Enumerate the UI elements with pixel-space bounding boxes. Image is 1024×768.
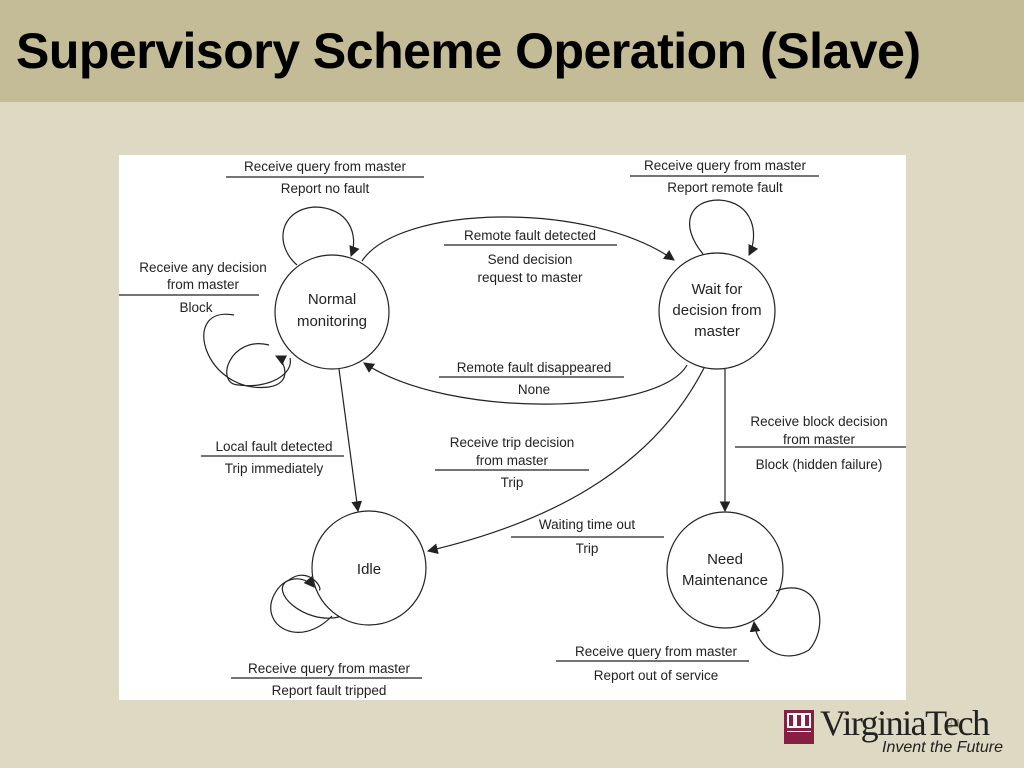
arrow-wait-to-idle (426, 367, 705, 555)
vt-shield-icon (784, 710, 814, 744)
state-wait-label-1: Wait for (691, 281, 742, 298)
state-idle (311, 510, 427, 626)
state-normal-monitoring (274, 254, 390, 370)
wait-timeout-event: Waiting time out (539, 517, 636, 532)
loop-normal-query (282, 206, 360, 266)
wait-to-idle-event-2: from master (476, 453, 549, 468)
normal-decision-event-2: from master (167, 277, 240, 292)
state-wait-label-3: master (694, 323, 740, 340)
state-wait-label-2: decision from (672, 302, 761, 319)
normal-query-event: Receive query from master (244, 159, 407, 174)
loop-idle-self-arc (270, 576, 333, 633)
state-normal-label-2: monitoring (297, 313, 367, 330)
virginia-tech-logo: VirginiaTech Invent the Future (782, 703, 1018, 762)
wait-to-need-event-2: from master (783, 432, 856, 447)
page-number: 34 (946, 716, 961, 731)
normal-to-wait-action-2: request to master (477, 270, 583, 285)
wait-timeout-action: Trip (576, 541, 599, 556)
idle-self-event: Receive query from master (248, 661, 411, 676)
wait-self-action: Report remote fault (667, 180, 783, 195)
normal-to-wait-event: Remote fault detected (464, 228, 596, 243)
loop-normal-decision (226, 343, 291, 387)
wait-to-normal-action: None (518, 382, 550, 397)
title-band: Supervisory Scheme Operation (Slave) (0, 0, 1024, 102)
normal-query-action: Report no fault (281, 181, 370, 196)
normal-decision-action: Block (179, 300, 212, 315)
idle-self-action: Report fault tripped (272, 683, 387, 698)
logo-tagline: Invent the Future (882, 739, 1003, 756)
state-diagram-svg: Normal monitoring Wait for decision from… (119, 158, 906, 698)
arrow-wait-to-normal (363, 362, 688, 405)
wait-to-idle-event-1: Receive trip decision (450, 435, 575, 450)
state-idle-label: Idle (357, 561, 381, 578)
wait-to-normal-event: Remote fault disappeared (457, 360, 612, 375)
wait-self-event: Receive query from master (644, 158, 807, 173)
loop-wait-self (689, 199, 759, 256)
loop-idle-self (281, 574, 340, 619)
wait-to-idle-action: Trip (501, 475, 524, 490)
arrow-normal-to-idle (338, 368, 363, 513)
normal-to-idle-action: Trip immediately (225, 461, 324, 476)
normal-to-idle-event: Local fault detected (215, 439, 332, 454)
need-self-action: Report out of service (594, 668, 719, 683)
state-need-label-1: Need (707, 551, 743, 568)
state-need-label-2: Maintenance (682, 572, 768, 589)
state-wait-for-decision (658, 252, 776, 370)
logo-wordmark: VirginiaTech (820, 703, 990, 743)
normal-to-wait-action-1: Send decision (488, 252, 573, 267)
loop-need-self (749, 587, 821, 657)
state-diagram: Normal monitoring Wait for decision from… (119, 155, 906, 700)
wait-to-need-action: Block (hidden failure) (756, 457, 883, 472)
state-need-maintenance (666, 511, 784, 629)
loop-normal-decision-head (203, 313, 288, 388)
normal-decision-event-1: Receive any decision (139, 260, 267, 275)
arrow-normal-to-wait (361, 216, 675, 262)
slide-title: Supervisory Scheme Operation (Slave) (16, 23, 921, 79)
wait-to-need-event-1: Receive block decision (750, 414, 887, 429)
state-normal-label-1: Normal (308, 291, 356, 308)
need-self-event: Receive query from master (575, 644, 738, 659)
